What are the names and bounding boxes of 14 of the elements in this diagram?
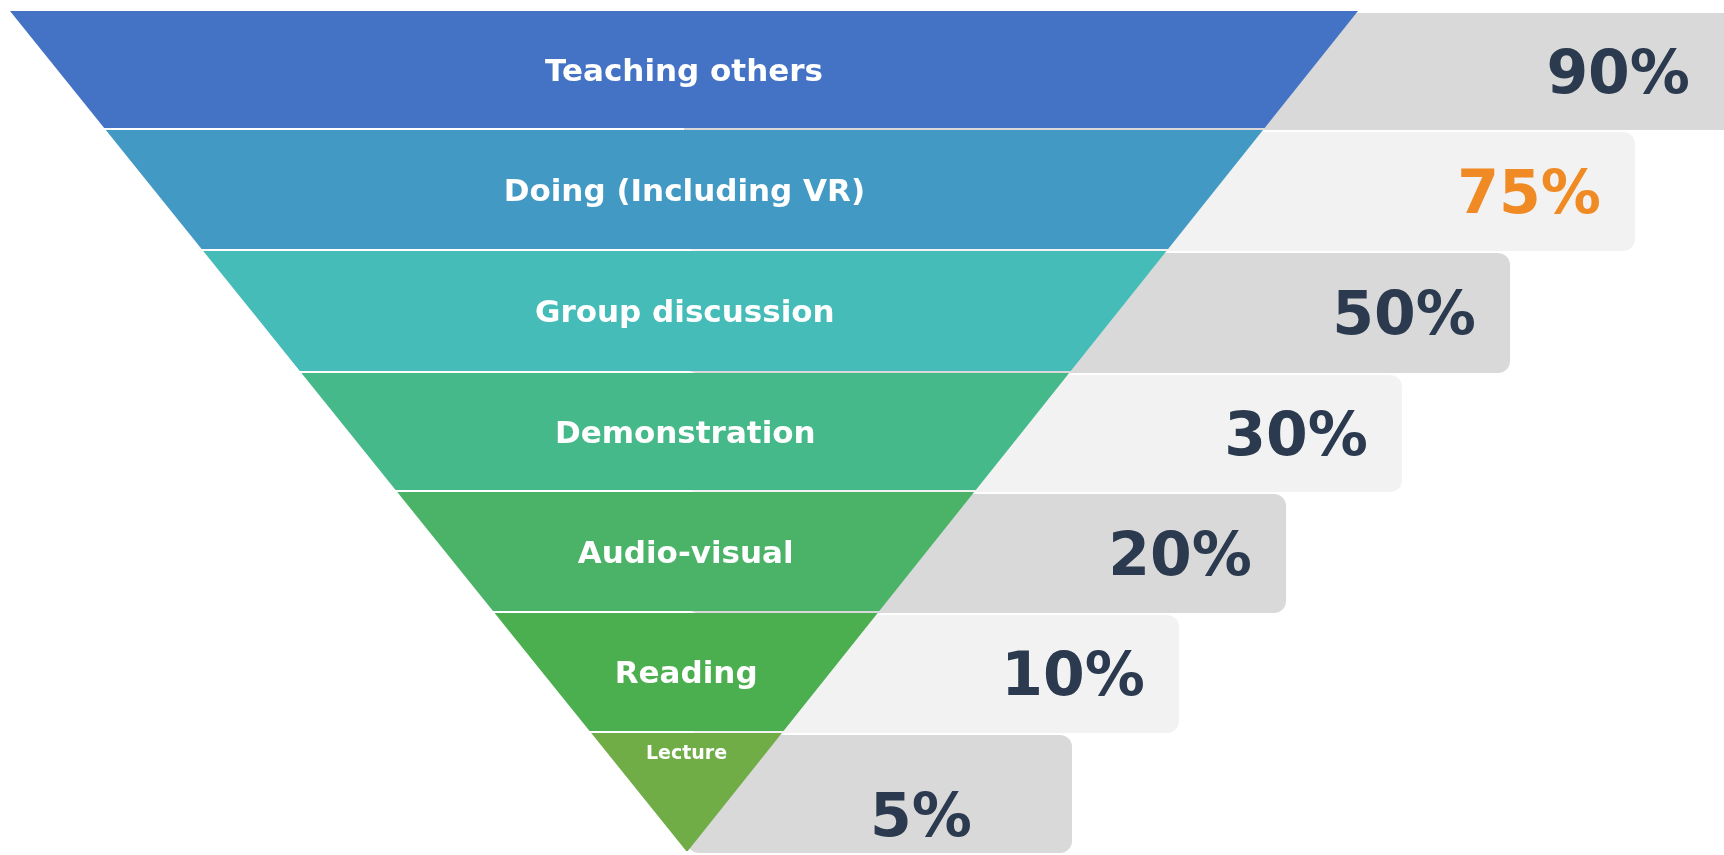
band-label: Doing (Including VR) [503,171,866,208]
band-label: Group discussion [535,293,835,329]
band-label: Reading [614,654,758,690]
band-label: Demonstration [554,413,816,450]
percent-value: 5% [870,785,972,845]
percent-value: 90% [1546,41,1690,102]
band-label: Teaching others [544,51,823,88]
percent-value: 50% [1332,283,1476,343]
band-label: Audio-visual [577,533,794,570]
percent-value: 30% [1224,403,1368,464]
band-label: Lecture [646,741,728,763]
percent-value: 10% [1001,644,1145,704]
percent-value: 20% [1108,523,1252,584]
percent-value: 75% [1457,161,1601,222]
